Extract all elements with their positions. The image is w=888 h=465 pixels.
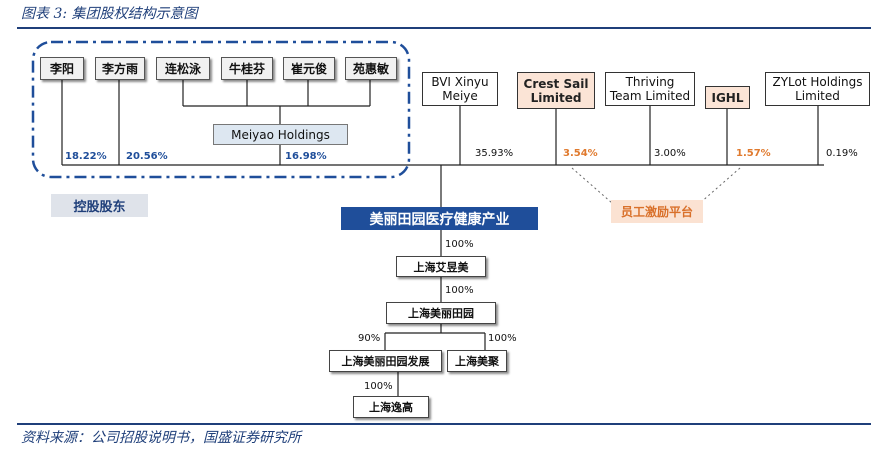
person-niu-guifen: 牛桂芬 — [221, 57, 273, 80]
pct-to-meili: 100% — [445, 285, 474, 296]
shareholder-zylot-line2: Limited — [795, 89, 840, 103]
sub-meiju: 上海美聚 — [447, 350, 507, 372]
pct-crest: 3.54% — [563, 148, 598, 159]
shareholder-crest-line1: Crest Sail — [523, 76, 589, 91]
figure-caption: 图表 3: 集团股权结构示意图 — [21, 6, 198, 22]
pct-li-yang: 18.22% — [65, 151, 107, 162]
shareholder-bvi-line1: BVI Xinyu — [431, 75, 489, 89]
shareholder-bvi-line2: Meiye — [442, 89, 478, 103]
source-note: 资料来源：公司招股说明书，国盛证券研究所 — [21, 430, 301, 446]
pct-to-fazhan: 90% — [358, 333, 381, 344]
sub-meili: 上海美丽田园 — [386, 302, 496, 324]
person-li-yang: 李阳 — [40, 57, 84, 80]
shareholder-crest-line2: Limited — [530, 90, 582, 105]
meiyao-holdings-box: Meiyao Holdings — [213, 124, 348, 145]
pct-zylot: 0.19% — [826, 148, 858, 159]
shareholder-bvi-xinyu: BVI Xinyu Meiye — [422, 72, 498, 106]
employee-incentive-label: 员工激励平台 — [611, 200, 703, 223]
pct-ighl: 1.57% — [736, 148, 771, 159]
sub-yigao: 上海逸高 — [353, 396, 429, 418]
shareholder-thriving-line2: Team Limited — [609, 89, 691, 103]
person-li-fangyu: 李方雨 — [95, 57, 145, 80]
pct-to-yigao: 100% — [364, 381, 393, 392]
shareholder-zylot: ZYLot Holdings Limited — [765, 72, 870, 106]
shareholder-ighl: IGHL — [705, 86, 750, 109]
shareholder-zylot-line1: ZYLot Holdings — [772, 75, 863, 89]
pct-bvi: 35.93% — [475, 148, 514, 159]
sub-aixi: 上海艾昱美 — [396, 256, 486, 277]
sub-fazhan: 上海美丽田园发展 — [329, 350, 442, 372]
shareholder-crest-sail: Crest Sail Limited — [517, 72, 595, 109]
controlling-shareholder-label: 控股股东 — [51, 194, 148, 217]
bottom-rule — [17, 423, 871, 425]
person-yuan-huimin: 苑惠敏 — [345, 57, 397, 80]
pct-li-fangyu: 20.56% — [126, 151, 168, 162]
pct-thriving: 3.00% — [654, 148, 686, 159]
person-lian-songyong: 连松泳 — [156, 57, 210, 80]
person-cui-yuanjun: 崔元俊 — [283, 57, 335, 80]
pct-to-aixi: 100% — [445, 239, 474, 250]
shareholder-thriving-line1: Thriving — [625, 75, 675, 89]
shareholder-thriving-team: Thriving Team Limited — [605, 72, 695, 106]
top-rule — [17, 27, 871, 29]
pct-to-meiju: 100% — [488, 333, 517, 344]
main-company-box: 美丽田园医疗健康产业 — [341, 207, 538, 230]
pct-meiyao: 16.98% — [285, 151, 327, 162]
